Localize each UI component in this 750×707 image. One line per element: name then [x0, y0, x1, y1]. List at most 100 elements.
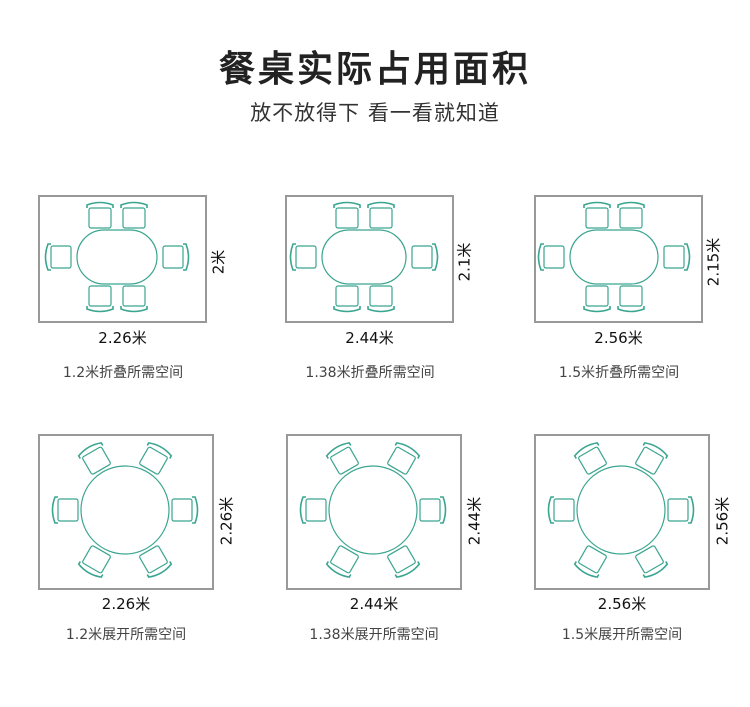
- caption: 1.38米折叠所需空间: [305, 365, 435, 381]
- depth-label: 2.1米: [455, 242, 474, 282]
- chair-seat: [82, 446, 111, 475]
- chair-icon: [547, 496, 575, 524]
- chair-back: [333, 306, 361, 313]
- chair-seat: [88, 285, 112, 307]
- chair-back: [394, 561, 421, 578]
- table-top: [569, 229, 659, 285]
- table-top: [76, 229, 158, 285]
- chair-seat: [57, 498, 79, 522]
- chair-icon: [419, 496, 447, 524]
- chair-back: [583, 201, 611, 208]
- depth-label: 2.56米: [713, 496, 732, 546]
- table-group-round-3: [547, 442, 695, 578]
- chair-back: [642, 442, 669, 459]
- chair-seat: [578, 446, 607, 475]
- chair-icon: [583, 285, 611, 313]
- depth-label: 2米: [209, 249, 228, 275]
- chair-back: [394, 442, 421, 459]
- page-subtitle: 放不放得下 看一看就知道: [250, 101, 500, 125]
- width-label: 2.26米: [101, 595, 151, 613]
- chair-back: [440, 496, 447, 524]
- width-label: 2.44米: [345, 329, 394, 347]
- chair-icon: [635, 545, 669, 578]
- chair-back: [642, 561, 669, 578]
- width-label: 2.44米: [349, 595, 399, 613]
- chair-seat: [82, 545, 111, 574]
- chair-seat: [578, 545, 607, 574]
- room-outline-fold-1: [38, 195, 207, 323]
- chair-icon: [51, 496, 79, 524]
- table-top: [80, 465, 170, 555]
- chair-icon: [139, 545, 173, 578]
- chair-icon: [44, 243, 72, 271]
- chair-back: [367, 306, 395, 313]
- chair-icon: [171, 496, 199, 524]
- chair-seat: [543, 245, 565, 269]
- chair-seat: [122, 207, 146, 229]
- chair-seat: [122, 285, 146, 307]
- chair-icon: [325, 442, 359, 475]
- chair-seat: [667, 498, 689, 522]
- chair-back: [44, 243, 51, 271]
- chair-back: [688, 496, 695, 524]
- chair-back: [432, 243, 439, 271]
- page-title: 餐桌实际占用面积: [218, 49, 531, 90]
- width-label: 2.56米: [597, 595, 647, 613]
- chair-seat: [139, 446, 168, 475]
- chair-back: [299, 496, 306, 524]
- chair-seat: [335, 285, 359, 307]
- chair-seat: [305, 498, 327, 522]
- caption: 1.38米展开所需空间: [309, 627, 439, 643]
- chair-icon: [77, 545, 111, 578]
- table-top: [321, 229, 407, 285]
- chair-icon: [77, 442, 111, 475]
- chair-seat: [387, 446, 416, 475]
- table-top: [328, 465, 418, 555]
- caption: 1.5米展开所需空间: [561, 627, 683, 643]
- table-group-round-1: [51, 442, 199, 578]
- chair-icon: [537, 243, 565, 271]
- caption: 1.5米折叠所需空间: [558, 365, 680, 381]
- chair-seat: [585, 285, 609, 307]
- chair-icon: [573, 442, 607, 475]
- chair-seat: [585, 207, 609, 229]
- chair-icon: [617, 201, 645, 229]
- chair-icon: [333, 201, 361, 229]
- chair-seat: [50, 245, 72, 269]
- chair-back: [192, 496, 199, 524]
- chair-back: [617, 306, 645, 313]
- chair-icon: [86, 285, 114, 313]
- chair-icon: [325, 545, 359, 578]
- table-group-round-2: [299, 442, 447, 578]
- chair-back: [547, 496, 554, 524]
- chair-back: [333, 201, 361, 208]
- chair-back: [684, 243, 691, 271]
- chair-icon: [367, 285, 395, 313]
- chair-back: [583, 306, 611, 313]
- chair-icon: [120, 201, 148, 229]
- chair-seat: [619, 285, 643, 307]
- chair-seat: [619, 207, 643, 229]
- chair-seat: [663, 245, 685, 269]
- chair-seat: [330, 446, 359, 475]
- chair-icon: [663, 243, 691, 271]
- table-group-fold-3: [537, 201, 691, 313]
- depth-label: 2.15米: [704, 237, 723, 287]
- chair-seat: [369, 207, 393, 229]
- chair-icon: [387, 442, 421, 475]
- chair-icon: [162, 243, 190, 271]
- chair-back: [289, 243, 296, 271]
- chair-seat: [139, 545, 168, 574]
- chair-seat: [419, 498, 441, 522]
- chair-back: [120, 201, 148, 208]
- chair-back: [120, 306, 148, 313]
- chair-icon: [387, 545, 421, 578]
- chair-icon: [139, 442, 173, 475]
- chair-seat: [330, 545, 359, 574]
- chair-back: [146, 561, 173, 578]
- chair-back: [77, 442, 104, 459]
- table-group-fold-1: [44, 201, 190, 313]
- width-label: 2.26米: [98, 329, 147, 347]
- chair-back: [325, 442, 352, 459]
